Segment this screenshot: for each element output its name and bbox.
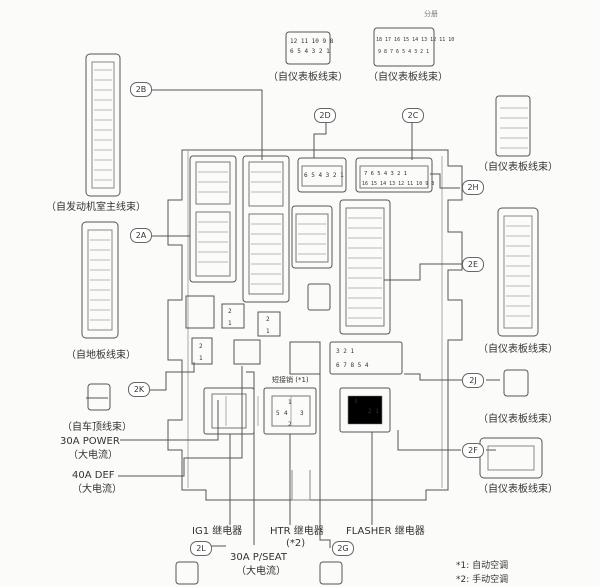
- badge-2b: 2B: [130, 82, 152, 97]
- pins-flasher-bottom: 2 1: [368, 408, 379, 415]
- page-mark: 分册: [424, 10, 438, 18]
- relay-block-outline: [167, 149, 463, 501]
- badge-2d: 2D: [314, 108, 336, 123]
- label-inst-2f: （自仪表板线束）: [478, 484, 558, 495]
- socket-2d: [297, 157, 347, 193]
- socket-2c: [355, 157, 433, 193]
- plug-2e: [497, 207, 539, 337]
- label-40a-def: 40A DEF: [72, 470, 115, 481]
- badge-2a: 2A: [130, 228, 152, 243]
- badge-2k: 2K: [128, 382, 150, 397]
- pins-2d-socket: 6 5 4 3 2 1: [304, 172, 344, 179]
- pins-2h-top: 7 6 5 4 3 2 1: [364, 171, 408, 177]
- pins-2c-top: 18 17 16 15 14 13 12 11 10: [376, 37, 455, 43]
- plug-2k: [87, 383, 111, 411]
- label-30a-power-sub: （大电流）: [68, 450, 118, 461]
- pins-2c-bottom: 9 8 7 6 5 4 3 2 1: [378, 49, 430, 55]
- pin-htr-1: 1: [288, 399, 292, 406]
- pins-relay-b: 6 7 8 5 4: [336, 362, 369, 369]
- badge-2h: 2H: [462, 180, 484, 195]
- label-inst-2e: （自仪表板线束）: [478, 344, 558, 355]
- pin-htr-5: 5: [276, 410, 280, 417]
- badge-2e: 2E: [462, 257, 484, 272]
- label-inst-2d: （自仪表板线束）: [268, 72, 348, 83]
- label-flasher-relay: FLASHER 继电器: [346, 526, 425, 537]
- label-short-pin: 短接销 (*1): [272, 376, 309, 384]
- label-30a-pseat-sub: （大电流）: [236, 566, 286, 577]
- pin-fuse-1b: 1: [266, 328, 270, 335]
- label-30a-power: 30A POWER: [60, 436, 120, 447]
- pin-htr-4: 4: [284, 410, 288, 417]
- badge-2l: 2L: [190, 541, 212, 556]
- badge-2f: 2F: [462, 443, 484, 458]
- label-40a-def-sub: （大电流）: [72, 484, 122, 495]
- label-floor-harness: （自地板线束）: [66, 350, 136, 361]
- plug-2g: [319, 561, 343, 585]
- pin-fuse-2c: 2: [199, 343, 203, 350]
- plug-2j: [503, 369, 529, 397]
- plug-2h: [495, 95, 531, 157]
- plug-2c: [373, 27, 435, 67]
- relay-socket-8pin: [329, 341, 403, 375]
- label-htr-relay: HTR 继电器: [270, 526, 324, 537]
- pin-fuse-2b: 2: [266, 316, 270, 323]
- label-engine-harness: （自发动机室主线束）: [46, 202, 146, 213]
- footnote-manual-ac: *2: 手动空调: [456, 575, 509, 585]
- label-inst-2j: （自仪表板线束）: [478, 414, 558, 425]
- pins-relay-a: 3 2 1: [336, 348, 355, 355]
- plug-floor: [81, 221, 119, 339]
- pins-2d-bottom: 6 5 4 3 2 1: [290, 48, 330, 55]
- plug-engine: [85, 53, 121, 197]
- pins-2h-bottom: 16 15 14 13 12 11 10 9 8: [362, 181, 435, 187]
- label-htr-note: (*2): [286, 538, 306, 549]
- pins-flasher-top: 3: [354, 398, 358, 405]
- footnote-auto-ac: *1: 自动空调: [456, 561, 509, 571]
- socket-2e: [339, 199, 391, 335]
- fuse-small-a: [185, 295, 215, 329]
- socket-center: [291, 205, 333, 269]
- pin-htr-3: 3: [300, 410, 304, 417]
- relay-flasher: [339, 387, 391, 433]
- pin-fuse-1c: 1: [199, 355, 203, 362]
- plug-2l: [175, 561, 199, 585]
- label-30a-pseat: 30A P/SEAT: [230, 552, 287, 563]
- fuse-column-mid: [242, 155, 290, 303]
- pin-htr-2: 2: [288, 421, 292, 428]
- badge-2g: 2G: [332, 541, 354, 556]
- plug-2f: [479, 437, 543, 479]
- label-inst-2c: （自仪表板线束）: [368, 72, 448, 83]
- pins-2d-top: 12 11 10 9 8: [290, 38, 334, 45]
- badge-2j: 2J: [462, 373, 484, 388]
- label-ig1-relay: IG1 继电器: [192, 526, 243, 537]
- pin-fuse-1a: 1: [228, 320, 232, 327]
- pin-fuse-2a: 2: [228, 308, 232, 315]
- label-inst-2h: （自仪表板线束）: [478, 162, 558, 173]
- badge-2c: 2C: [402, 108, 424, 123]
- plug-2d: [285, 31, 331, 65]
- fuse-column-left: [189, 155, 237, 283]
- label-roof-harness: （自车顶线束）: [62, 422, 132, 433]
